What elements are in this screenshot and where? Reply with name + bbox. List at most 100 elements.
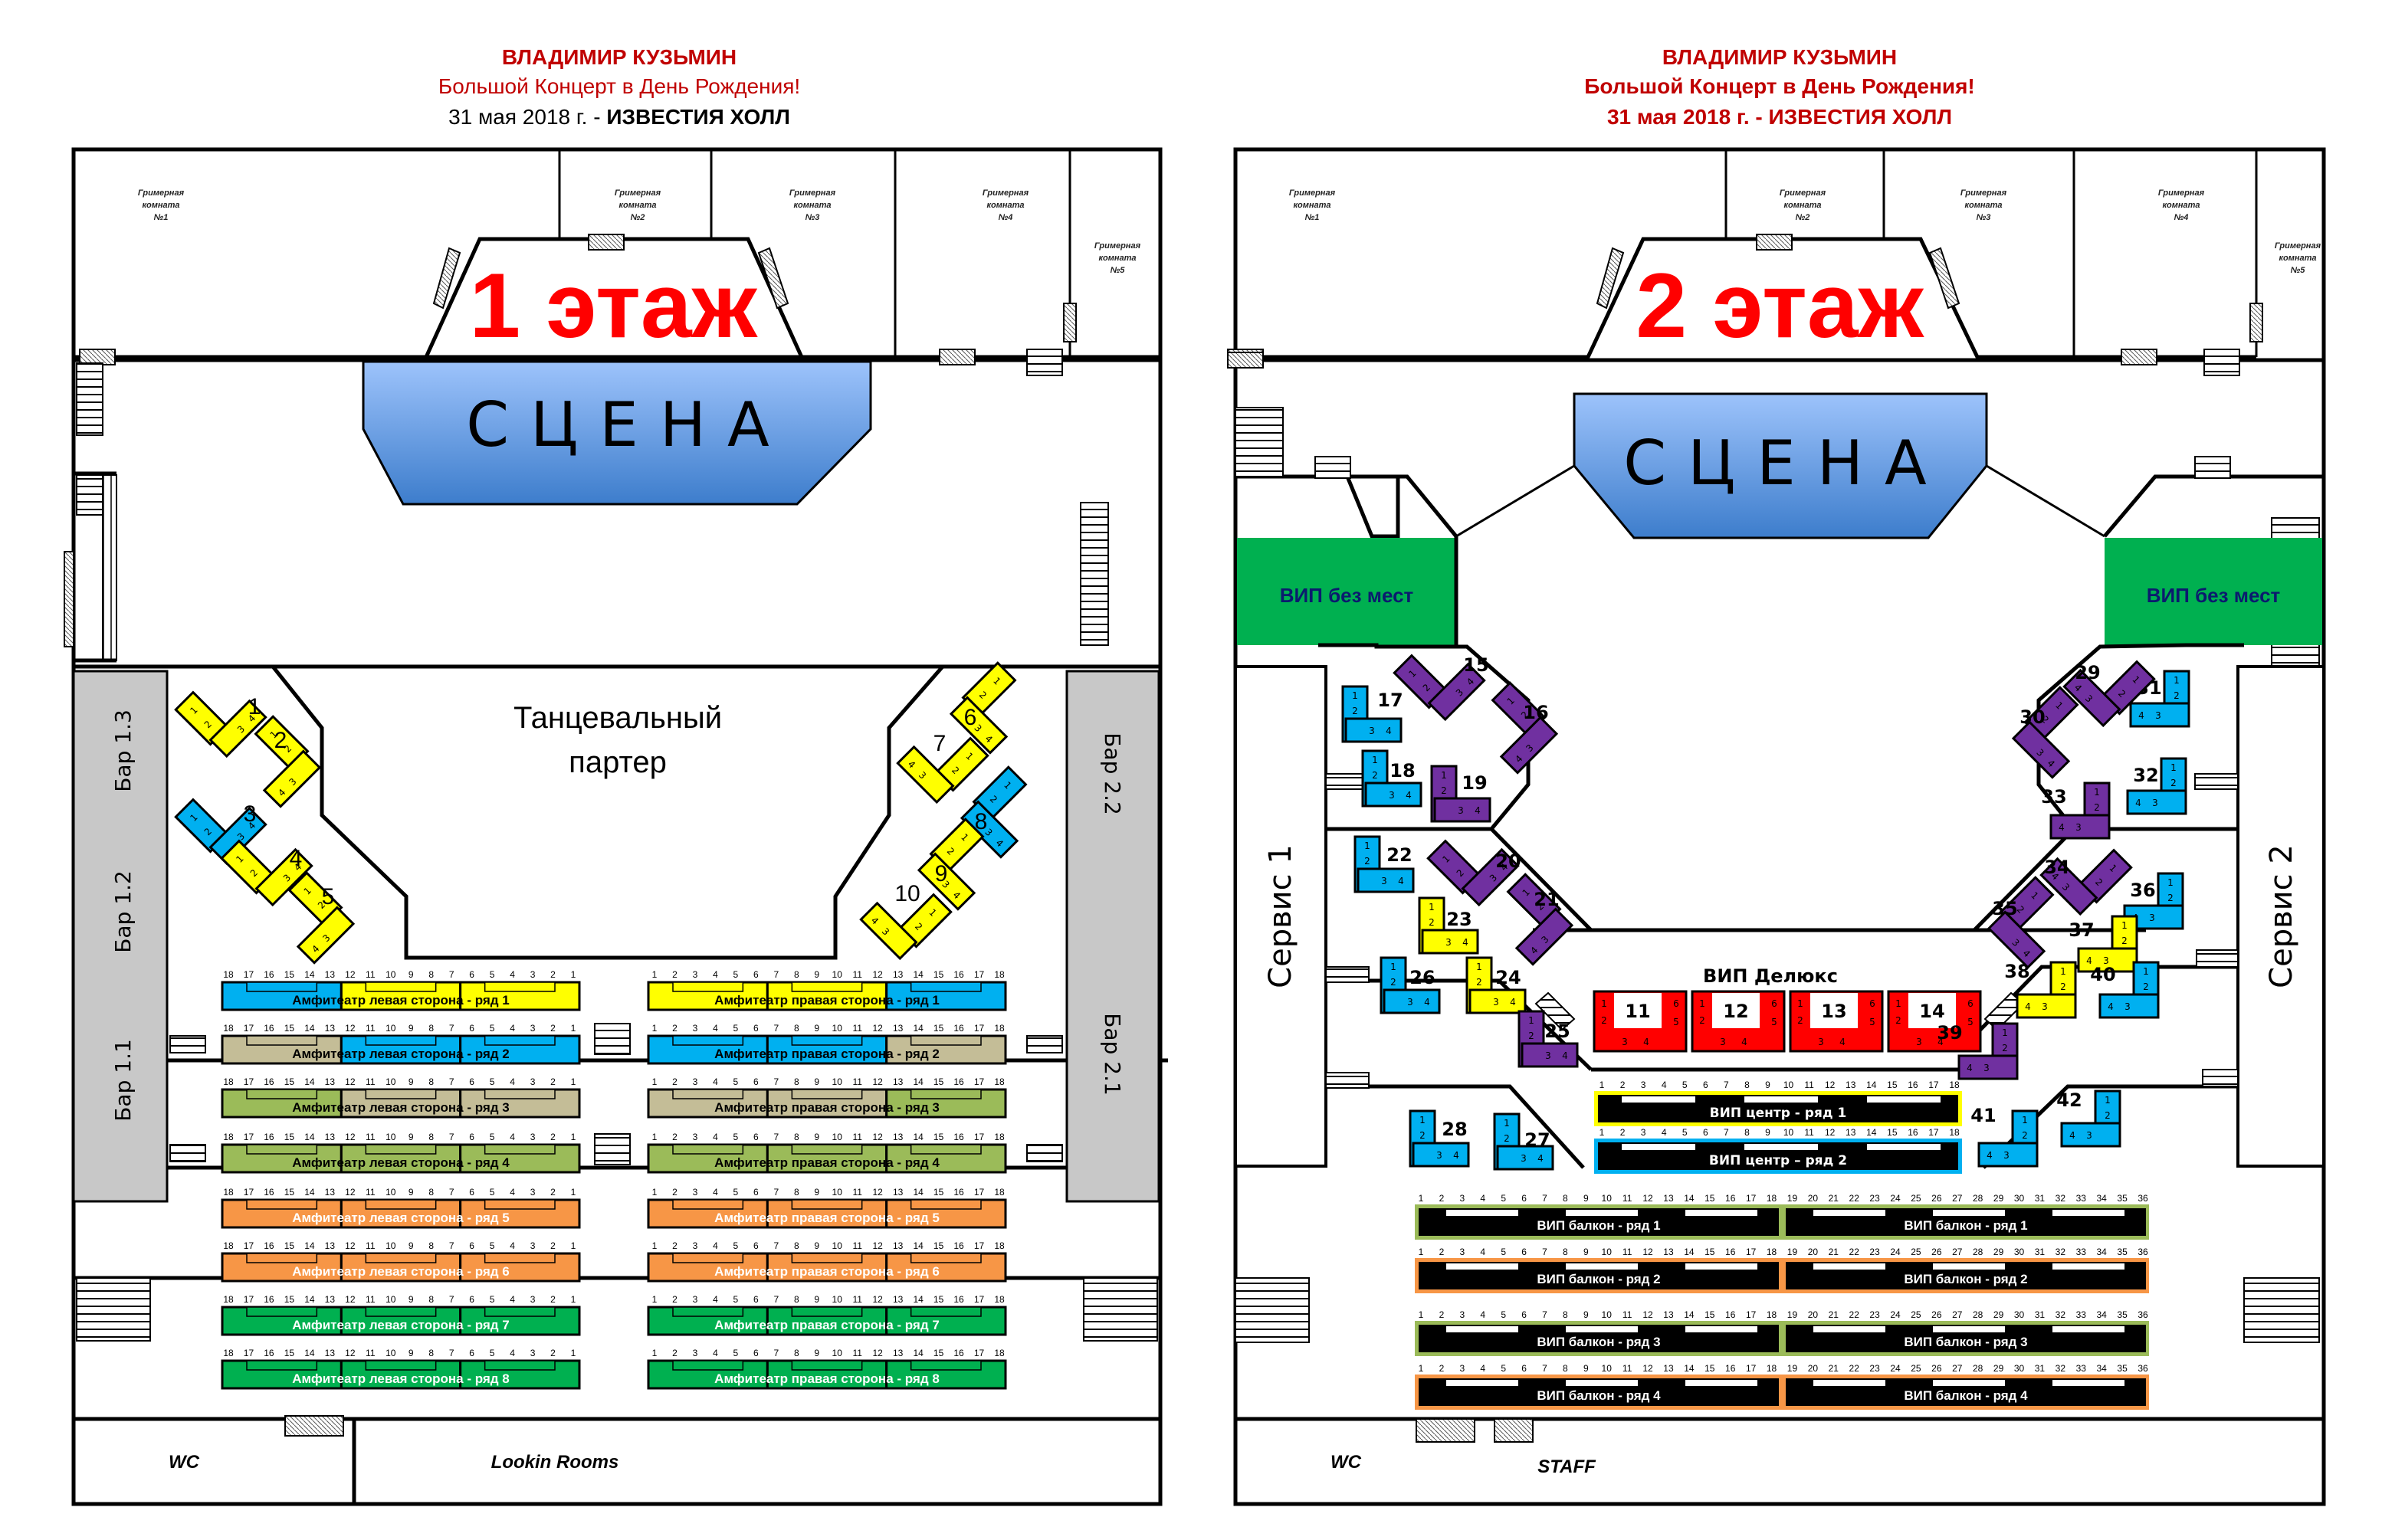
dance-floor-label: партер <box>569 745 667 779</box>
seat-number: 31 <box>2035 1309 2046 1320</box>
seat-number: 1 <box>1599 1127 1605 1138</box>
seat-number: 17 <box>974 969 985 980</box>
seat-number: 12 <box>1642 1363 1653 1374</box>
table-top <box>1383 988 1441 1014</box>
seat-number: 5 <box>490 1294 495 1305</box>
floor-label: 2 этаж <box>1636 254 1924 357</box>
seat-number: 16 <box>1725 1247 1736 1257</box>
table-number: 34 <box>2044 857 2069 878</box>
vip-no-seats-right[interactable]: ВИП без мест <box>2105 538 2322 645</box>
chair-number: 1 <box>1895 998 1901 1009</box>
seat-number: 10 <box>386 1023 396 1034</box>
seat-number: 1 <box>652 1348 658 1358</box>
seat-number: 27 <box>1952 1309 1963 1320</box>
svg-text:Гримерная: Гримерная <box>2275 241 2321 251</box>
seat-number: 10 <box>832 1294 843 1305</box>
chair-number: 3 <box>1983 1063 1990 1073</box>
seat-number: 5 <box>490 969 495 980</box>
seat-number: 7 <box>449 1294 454 1305</box>
row-backrest <box>1685 1380 1757 1386</box>
seat-number: 6 <box>753 1076 759 1087</box>
seat-number: 4 <box>1480 1309 1485 1320</box>
svg-text:комната: комната <box>793 201 831 210</box>
seat-number: 6 <box>753 1348 759 1358</box>
seat-number: 33 <box>2076 1193 2087 1204</box>
row-backrest <box>910 1253 982 1263</box>
seat-number: 14 <box>913 1132 924 1142</box>
seat-number: 14 <box>304 1132 315 1142</box>
seat-number: 12 <box>1642 1193 1653 1204</box>
seat-number: 13 <box>325 1023 336 1034</box>
seat-number: 17 <box>244 1076 254 1087</box>
chair-number: 3 <box>1818 1037 1824 1047</box>
row-backrest <box>791 1253 863 1263</box>
vip-no-seats-left[interactable]: ВИП без мест <box>1237 538 1456 645</box>
door-icon <box>1227 352 1264 369</box>
seat-number: 3 <box>693 1294 698 1305</box>
